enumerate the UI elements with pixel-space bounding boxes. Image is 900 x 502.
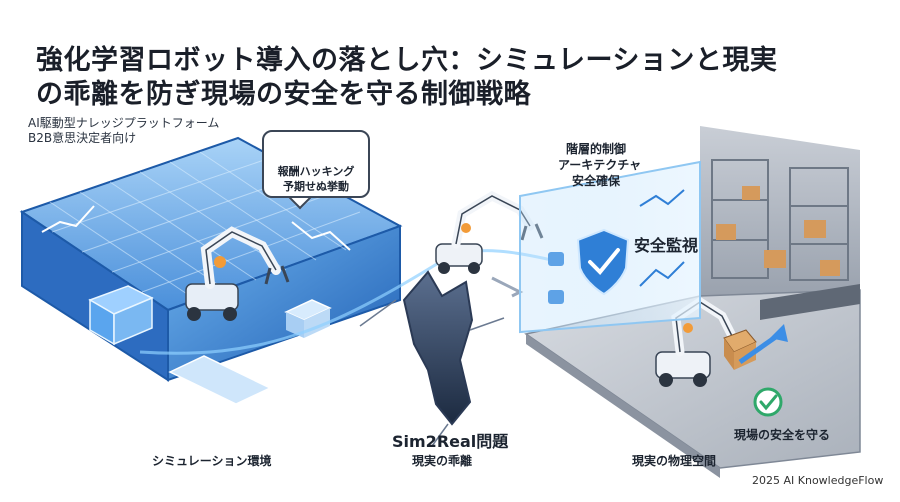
copyright: 2025 AI KnowledgeFlow: [752, 474, 884, 487]
simulation-label: シミュレーション環境: [152, 454, 272, 468]
page-title-line-2: の乖離を防ぎ現場の安全を守る制御戦略: [36, 79, 531, 110]
real-world-label: 現実の物理空間: [632, 454, 717, 468]
subtitle-line-1: AI駆動型ナレッジプラットフォーム: [28, 116, 220, 130]
safety-monitor-label: 安全監視: [634, 236, 699, 255]
gap-title: Sim2Real問題: [392, 432, 509, 451]
shield-check-icon: [576, 228, 630, 296]
safety-arch-label-3: 安全確保: [572, 174, 621, 188]
safety-arch-label-2: アーキテクチャ: [558, 158, 642, 172]
callout-line-2: 予期せぬ挙動: [283, 180, 349, 193]
gap-subtitle: 現実の乖離: [412, 454, 473, 468]
callout-bubble: 報酬ハッキング 予期せぬ挙動: [262, 130, 370, 198]
safety-arch-label-1: 階層的制御: [566, 142, 627, 156]
protect-label: 現場の安全を守る: [734, 428, 831, 442]
callout-line-1: 報酬ハッキング: [277, 165, 355, 178]
safety-monitor-panel: [519, 160, 701, 334]
subtitle-line-2: B2B意思決定者向け: [28, 131, 137, 145]
page-title-line-1: 強化学習ロボット導入の落とし穴：シミュレーションと現実: [36, 45, 778, 76]
sim2real-gap: [359, 270, 505, 447]
lock-icon: [548, 252, 564, 266]
real-world-environment: [524, 126, 861, 478]
check-circle-icon: [753, 387, 783, 417]
